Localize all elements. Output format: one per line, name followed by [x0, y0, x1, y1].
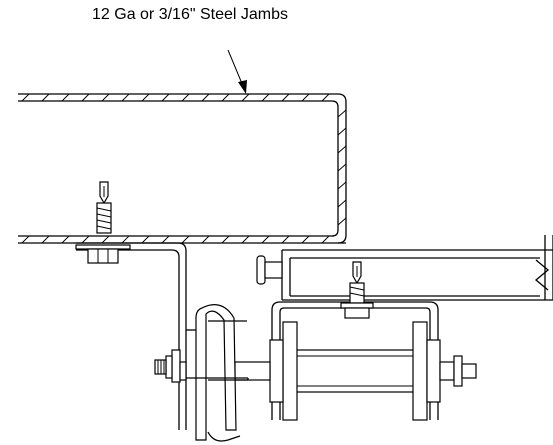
hatch-line [221, 235, 230, 244]
hatch-line [337, 181, 347, 190]
hatch-line [101, 235, 110, 244]
hatch-line [181, 93, 190, 102]
hatch-line [337, 199, 347, 208]
hatch-line [21, 93, 30, 102]
hatch-line [337, 217, 347, 226]
hatch-line [121, 93, 130, 102]
hatch-line [281, 93, 290, 102]
hatch-line [301, 235, 310, 244]
hatch-line [101, 93, 110, 102]
steel-jamb-callout-label: 12 Ga or 3/16" Steel Jambs [92, 6, 289, 23]
hatch-line [261, 235, 270, 244]
hatch-line [337, 145, 347, 154]
steel-jamb [18, 93, 347, 244]
roller-assembly [269, 321, 441, 421]
hatch-line [281, 235, 290, 244]
axle [234, 355, 477, 387]
hook-plate [186, 304, 249, 442]
hatch-line [301, 93, 310, 102]
hatch-line [241, 235, 250, 244]
self-drilling-screw-center [340, 261, 374, 319]
door-bumper [256, 255, 283, 285]
jamb-hatching [21, 93, 347, 244]
hatch-line [41, 235, 50, 244]
door-panel [281, 235, 553, 301]
hatch-line [161, 93, 170, 102]
angle-clip [76, 242, 187, 430]
hatch-line [141, 93, 150, 102]
hatch-line [337, 109, 347, 118]
hatch-line [241, 93, 250, 102]
hatch-line [61, 93, 70, 102]
hatch-line [21, 235, 30, 244]
hatch-line [141, 235, 150, 244]
hatch-line [337, 163, 347, 172]
hatch-line [201, 235, 210, 244]
hatch-line [201, 93, 210, 102]
self-drilling-screw-left [75, 181, 131, 264]
hatch-line [181, 235, 190, 244]
callout-leader-arrow [227, 49, 247, 94]
hatch-line [41, 93, 50, 102]
hatch-line [321, 93, 330, 102]
hatch-line [337, 127, 347, 136]
hatch-line [61, 235, 70, 244]
hatch-line [81, 93, 90, 102]
hatch-line [221, 93, 230, 102]
hatch-line [321, 235, 330, 244]
left-nut-bolt [154, 349, 187, 383]
hatch-line [161, 235, 170, 244]
hatch-line [261, 93, 270, 102]
hatch-line [121, 235, 130, 244]
hatch-line [81, 235, 90, 244]
